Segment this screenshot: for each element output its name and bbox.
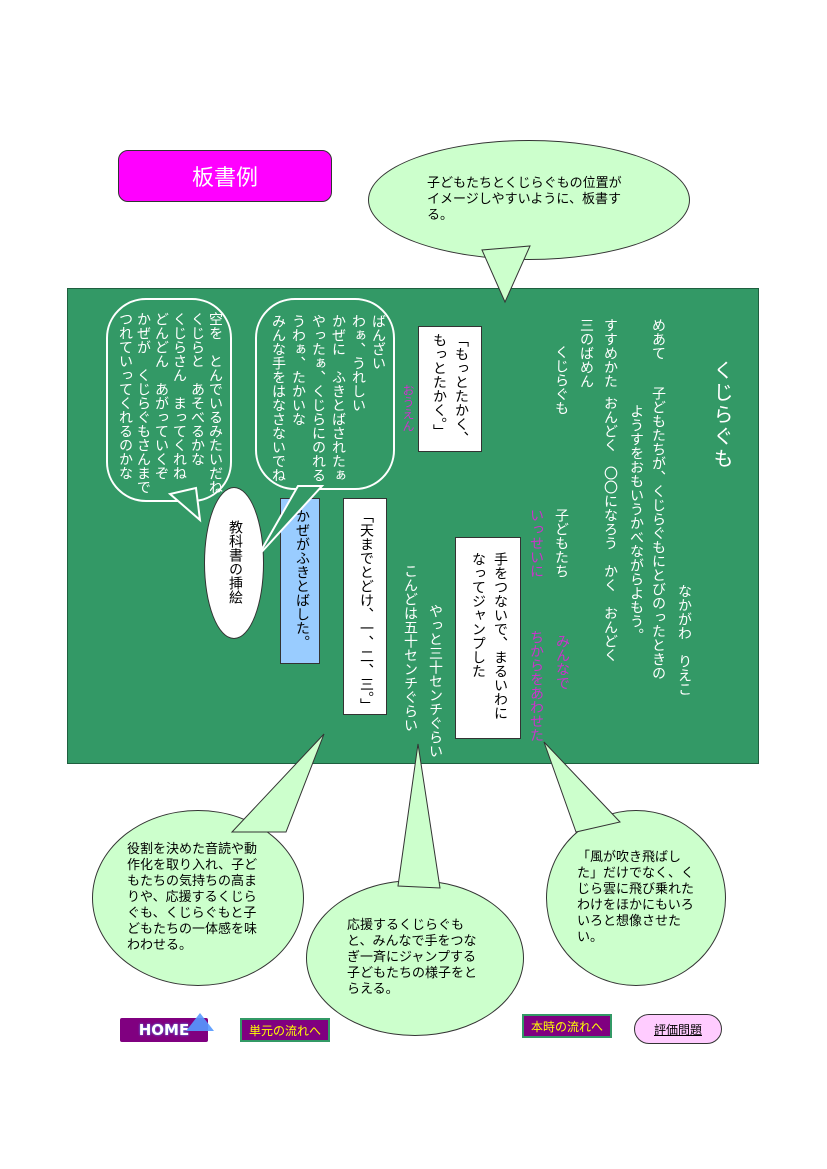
speech-children: ばんざい わぁ、うれしい かぜに ふきとばされたぁ やったぁ、くじらにのれる う… xyxy=(255,298,395,490)
speech-children-line-5: うわぁ、たかいな xyxy=(290,314,306,426)
speech-sky-line-2: くじらと あそべるかな xyxy=(189,312,205,466)
kondo-label: こんどは五十センチぐらい xyxy=(402,564,418,732)
board-title: くじらぐも xyxy=(710,360,734,470)
issei-label: いっせいに xyxy=(528,508,544,578)
note-bottom-right-bubble: 「風が吹き飛ばした」だけでなく、くじら雲に飛び乗れたわけをほかにもいろいろと想像… xyxy=(546,810,726,986)
kaze-card: かぜがふきとばした。 xyxy=(280,498,320,664)
motto-card-line-2: もっとたかく。」 xyxy=(431,333,447,438)
speech-children-line-4: やったぁ、くじらにのれる xyxy=(310,314,326,482)
jump-card-line-1: 手をつないで、まるいわに xyxy=(492,552,508,720)
note-top-bubble: 子どもたちとくじらぐもの位置がイメージしやすいように、板書する。 xyxy=(368,140,690,260)
lesson-flow-button[interactable]: 本時の流れへ xyxy=(522,1014,612,1038)
note-bottom-left-bubble: 役割を決めた音読や動作化を取り入れ、子どもたちの気持ちの高まりや、応援するくじら… xyxy=(92,810,304,986)
unit-flow-label: 単元の流れへ xyxy=(248,1023,321,1038)
home-arrow-icon xyxy=(186,1013,214,1031)
speech-children-line-6: みんな手をはなさないでね xyxy=(270,314,286,482)
illustration-text: 教科書の挿絵 xyxy=(227,520,243,604)
chikara-label: ちからをあわせた xyxy=(528,630,544,742)
tail-bottom-center xyxy=(397,743,441,889)
note-bottom-center-bubble: 応援するくじらぐもと、みんなで手をつなぎ一斉にジャンプする子どもたちの様子をとら… xyxy=(306,880,524,1036)
speech-sky-line-4: どんどん あがっていくぞ xyxy=(153,312,169,480)
speech-children-line-1: ばんざい xyxy=(370,314,386,370)
motto-card: 「もっとたかく、 もっとたかく。」 xyxy=(418,326,482,452)
susumekata-label: すすめかた xyxy=(602,318,618,388)
yatto-label: やっと三十センチぐらい xyxy=(427,604,443,758)
lesson-flow-label: 本時の流れへ xyxy=(530,1019,603,1034)
kujiragumo-label: くじらぐも xyxy=(553,345,569,415)
speech-sky: 空を とんでいるみたいだね くじらと あそべるかな くじらさん まってくれね ど… xyxy=(106,298,232,502)
unit-flow-button[interactable]: 単元の流れへ xyxy=(240,1018,330,1042)
board-author: なかがわ りえこ xyxy=(676,584,692,696)
note-bottom-left-text: 役割を決めた音読や動作化を取り入れ、子どもたちの気持ちの高まりや、応援するくじら… xyxy=(127,842,258,953)
minnade-label: みんなで xyxy=(554,634,570,690)
blackboard xyxy=(67,288,759,764)
jump-card: 手をつないで、まるいわに なってジャンプした xyxy=(455,537,521,739)
evaluation-button[interactable]: 評価問題 xyxy=(634,1014,722,1044)
page-title: 板書例 xyxy=(118,150,332,202)
note-top-text: 子どもたちとくじらぐもの位置がイメージしやすいように、板書する。 xyxy=(427,176,622,223)
motto-card-line-1: 「もっとたかく、 xyxy=(453,333,469,445)
kaze-card-text: かぜがふきとばした。 xyxy=(294,509,310,649)
speech-sky-line-1: 空を とんでいるみたいだね xyxy=(207,312,223,494)
speech-children-line-3: かぜに ふきとばされたぁ xyxy=(330,314,346,482)
susumekata-text: おんどく 〇〇になろう かく おんどく xyxy=(602,396,618,662)
meate-text-1: 子どもたちが、くじらぐもにとびのったときの xyxy=(650,386,666,680)
ten-card-text: 「天までとどけ、一、二、三。」 xyxy=(358,509,374,712)
ten-card: 「天までとどけ、一、二、三。」 xyxy=(343,498,387,715)
evaluation-label: 評価問題 xyxy=(653,1022,702,1037)
illustration-oval: 教科書の挿絵 xyxy=(204,487,264,639)
note-bottom-center-text: 応援するくじらぐもと、みんなで手をつなぎ一斉にジャンプする子どもたちの様子をとら… xyxy=(347,918,478,997)
meate-text-2: ようすをおもいうかべながらよもう。 xyxy=(628,404,644,642)
kodomotachi-label: 子どもたち xyxy=(553,508,569,578)
scene-label: 三のばめん xyxy=(578,318,594,388)
speech-sky-line-5: かぜが くじらぐもさんまで xyxy=(135,312,151,494)
meate-label: めあて xyxy=(650,318,666,360)
note-bottom-right-text: 「風が吹き飛ばした」だけでなく、くじら雲に飛び乗れたわけをほかにもいろいろと想像… xyxy=(577,850,695,945)
speech-sky-line-3: くじらさん まってくれね xyxy=(171,312,187,480)
speech-sky-line-6: つれていってくれるのかな xyxy=(117,312,133,480)
home-label: HOME xyxy=(138,1021,190,1039)
speech-children-line-2: わぁ、うれしい xyxy=(350,314,366,412)
jump-card-line-2: なってジャンプした xyxy=(470,552,486,678)
ouen-label: おうえん xyxy=(401,384,415,432)
